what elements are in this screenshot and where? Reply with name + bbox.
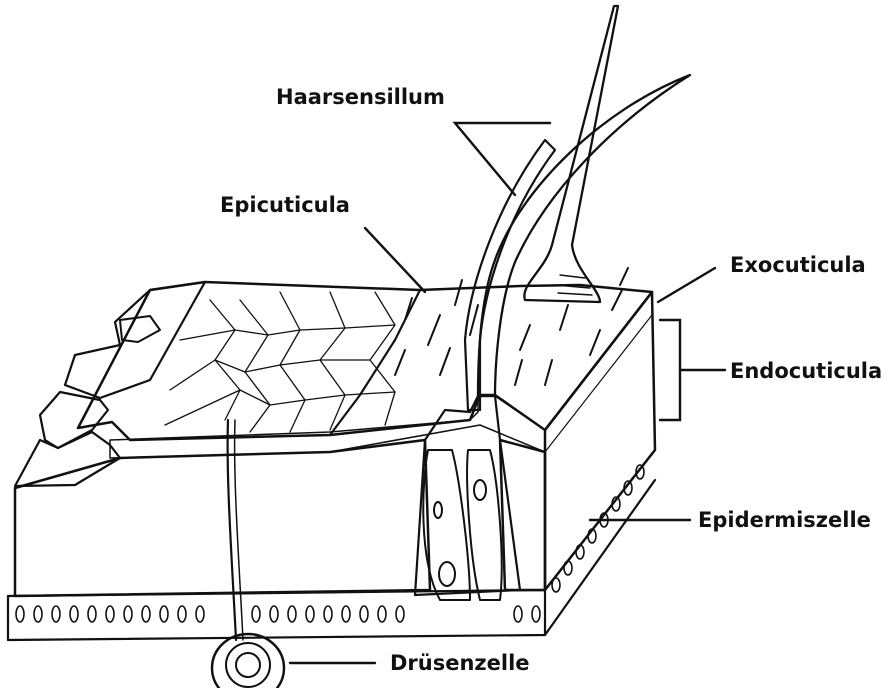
label-epidermiszelle: Epidermiszelle [698,508,871,532]
label-druesenzelle: Drüsenzelle [390,651,530,675]
sensillum-nucleus-1 [439,562,455,586]
leader-haarsensillum [455,123,550,195]
hair-sensillum [465,6,690,410]
right-side-face [545,292,655,590]
epidermis-side-edge [545,480,655,635]
label-epicuticula: Epicuticula [220,193,350,217]
hair-tall [524,6,618,302]
epidermis-cells-side [552,465,644,592]
gland-duct-inner [235,420,243,640]
cuticle-top-surface [78,282,652,440]
front-face-right [500,440,545,590]
epicuticula-groove [330,290,420,435]
sensillum-nucleus-2 [474,480,486,500]
labels: Haarsensillum Epicuticula Exocuticula En… [220,85,882,675]
front-face [15,440,430,596]
label-exocuticula: Exocuticula [730,253,866,277]
label-haarsensillum: Haarsensillum [276,85,445,109]
gland-cell-nucleus [236,653,260,677]
crack-pattern [165,292,395,432]
leader-lines [290,123,725,663]
bracket-endocuticula [660,320,725,420]
gland-cell [212,634,284,688]
label-endocuticula: Endocuticula [730,359,882,383]
epidermis-cells [16,606,540,622]
leader-epicuticula [365,228,425,292]
sensillum-cell-right [467,450,502,600]
sensillum-cell-left [423,450,470,600]
right-exocuticula [545,292,652,452]
leader-exocuticula [658,268,715,302]
cuticle-block [8,268,655,640]
sensillum-nucleus-3 [434,502,442,518]
bottom-step-face [15,432,120,486]
gland-cell-inner [226,643,270,687]
